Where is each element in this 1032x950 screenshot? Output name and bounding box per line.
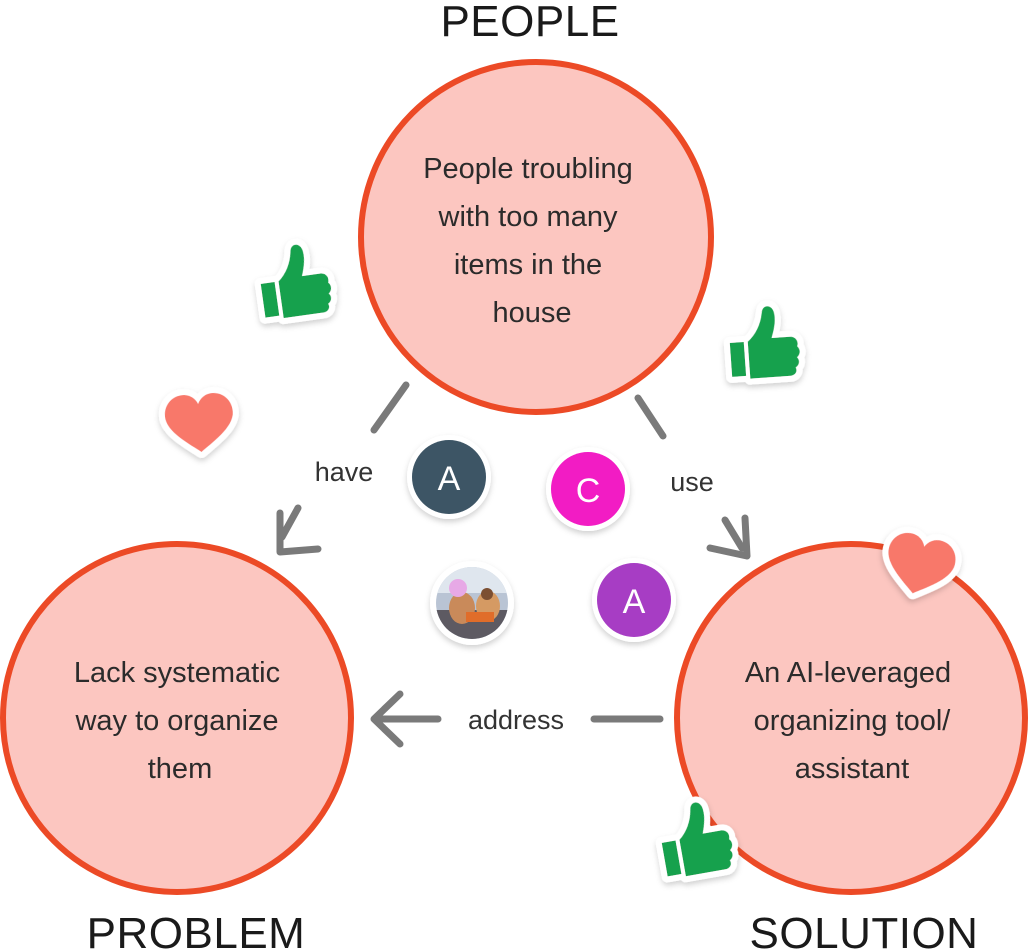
collaborator-avatar-1[interactable]: A bbox=[407, 435, 491, 519]
connector-have bbox=[276, 381, 410, 556]
collaborator-avatar-photo[interactable] bbox=[430, 561, 514, 645]
connector-address bbox=[370, 690, 664, 748]
node-problem-line-2: way to organize bbox=[74, 705, 278, 737]
avatar-3-disc bbox=[597, 563, 671, 637]
thumbs-up-icon bbox=[727, 304, 801, 380]
avatar-1-disc bbox=[412, 440, 486, 514]
collaborator-avatar-2[interactable]: C bbox=[546, 447, 630, 531]
node-people-line-1: People troubling bbox=[423, 153, 633, 185]
node-problem-line-1: Lack systematic bbox=[74, 657, 280, 689]
node-problem[interactable]: Lack systematic way to organize them bbox=[0, 541, 354, 895]
collaborator-avatar-3[interactable]: A bbox=[592, 558, 676, 642]
node-people-line-4: house bbox=[492, 297, 571, 329]
node-people-circle bbox=[358, 59, 714, 415]
edge-label-use: use bbox=[670, 467, 714, 497]
node-solution[interactable]: An AI-leveraged organizing tool/ assista… bbox=[674, 541, 1028, 895]
avatar-3-letter: A bbox=[623, 583, 646, 621]
section-title-problem: PROBLEM bbox=[87, 909, 306, 950]
section-title-solution: SOLUTION bbox=[750, 909, 979, 950]
node-people-line-3: items in the bbox=[454, 249, 602, 281]
connector-use bbox=[634, 394, 751, 560]
node-people-line-2: with too many bbox=[438, 201, 618, 233]
section-title-people: PEOPLE bbox=[440, 0, 619, 46]
node-problem-line-3: them bbox=[148, 753, 212, 785]
heart-icon bbox=[164, 392, 236, 455]
node-people[interactable]: People troubling with too many items in … bbox=[358, 59, 714, 415]
thumbs-up-icon bbox=[256, 241, 334, 321]
node-solution-line-2: organizing tool/ bbox=[754, 705, 952, 737]
node-solution-line-3: assistant bbox=[795, 753, 909, 785]
edge-label-have: have bbox=[315, 457, 374, 487]
edge-label-address: address bbox=[468, 705, 564, 735]
node-solution-line-1: An AI-leveraged bbox=[745, 657, 951, 689]
node-problem-circle bbox=[0, 541, 354, 895]
avatar-2-letter: C bbox=[576, 472, 601, 510]
node-solution-circle bbox=[674, 541, 1028, 895]
avatar-1-letter: A bbox=[438, 460, 461, 498]
avatar-2-disc bbox=[551, 452, 625, 526]
